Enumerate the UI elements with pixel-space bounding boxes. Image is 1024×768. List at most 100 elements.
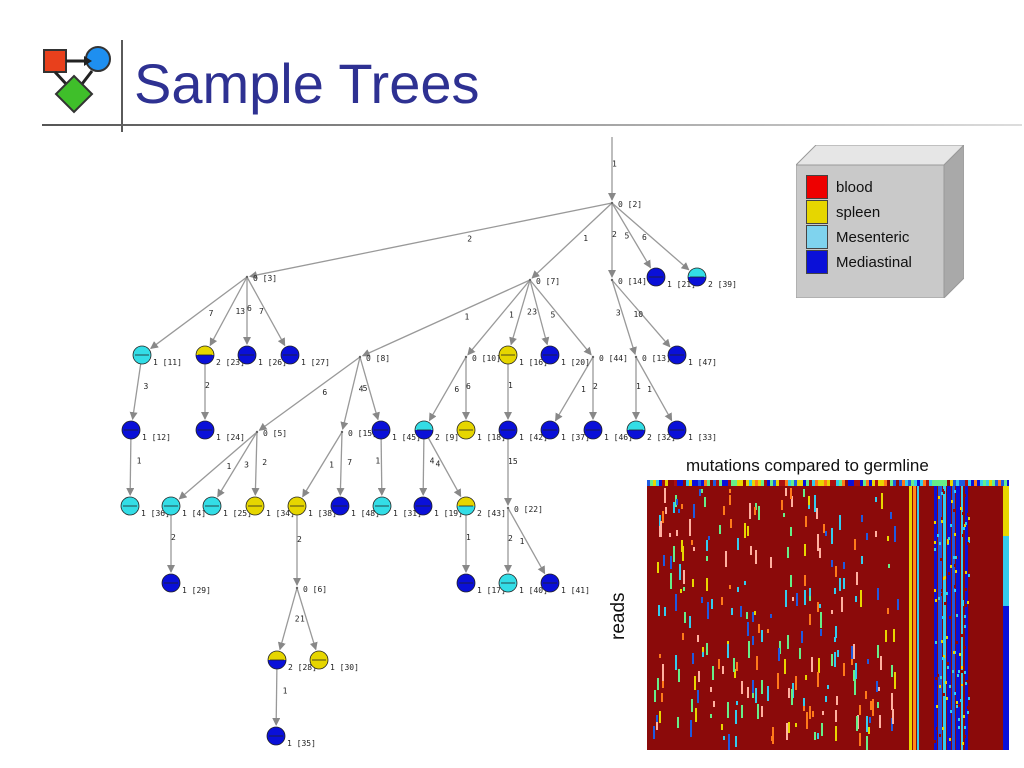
edge-label: 2 <box>297 535 302 544</box>
heatmap-streak <box>723 736 725 740</box>
node-label: 1 [17] <box>477 586 506 595</box>
heatmap-streak <box>728 734 730 750</box>
heatmap-streak <box>868 727 870 734</box>
tree-node-n16: 1 [16] <box>498 345 548 367</box>
heatmap-streak <box>879 715 881 728</box>
legend-label: Mediastinal <box>836 253 912 271</box>
tree-edge <box>361 279 531 357</box>
heatmap-header-cell <box>674 480 677 486</box>
edge-label: 1 <box>520 537 525 546</box>
heatmap-header-cell <box>929 480 932 486</box>
node-label: 1 [11] <box>153 358 182 367</box>
edge-label: 2 <box>205 381 210 390</box>
edge-label: 2 <box>527 308 532 317</box>
heatmap-streak <box>792 597 794 601</box>
tree-edge <box>611 279 671 348</box>
heatmap-streak <box>788 688 790 698</box>
heatmap-speckle <box>949 685 951 688</box>
heatmap-streak <box>814 732 816 740</box>
heatmap-speckle <box>954 490 956 493</box>
heatmap-streak <box>799 648 801 659</box>
heatmap-streak <box>790 527 792 536</box>
heatmap-streak <box>730 519 732 528</box>
node-half-bottom <box>415 430 433 439</box>
heatmap-speckle <box>935 677 937 680</box>
heatmap-speckle <box>964 735 966 738</box>
tree-node-n23: 2 [23] <box>195 345 245 367</box>
mutation-heatmap <box>647 480 1009 750</box>
tree-edge <box>611 202 690 271</box>
heatmap-streak <box>786 723 788 740</box>
tree-edge <box>423 429 462 498</box>
heatmap-streak <box>748 641 750 658</box>
heatmap-streak <box>734 669 736 678</box>
heatmap-streak <box>654 690 656 702</box>
heatmap-streak <box>785 488 787 496</box>
tree-node-n33: 1 [33] <box>667 420 717 442</box>
heatmap-header-cell <box>665 480 668 486</box>
tree-edge <box>302 431 343 498</box>
heatmap-speckle <box>964 646 966 649</box>
heatmap-header-cell <box>920 480 923 486</box>
heatmap-header-cell <box>836 480 839 486</box>
heatmap-header-cell <box>926 480 929 486</box>
node-outline <box>414 420 434 440</box>
heatmap-header-cell <box>791 480 794 486</box>
tree-edge <box>336 431 345 497</box>
heatmap-streak <box>880 656 882 670</box>
node-label: 1 [31] <box>393 509 422 518</box>
heatmap-speckle <box>965 571 967 574</box>
heatmap-speckle <box>941 593 943 596</box>
node-label: 1 [41] <box>561 586 590 595</box>
heatmap-speckle <box>955 556 957 559</box>
heatmap-streak <box>727 644 729 658</box>
heatmap-streak <box>656 715 658 722</box>
heatmap-header-cell <box>1001 480 1004 486</box>
heatmap-header-cell <box>776 480 779 486</box>
heatmap-streak <box>809 614 811 625</box>
heatmap-header-cell <box>872 480 875 486</box>
heatmap-speckle <box>947 539 949 542</box>
tree-edge <box>272 659 281 727</box>
heatmap-speckle <box>936 727 938 730</box>
heatmap-header-cell <box>680 480 683 486</box>
heatmap-speckle <box>965 682 967 685</box>
heatmap-speckle <box>956 705 958 708</box>
edge-label: 15 <box>508 457 518 466</box>
heatmap-band <box>952 486 955 750</box>
heatmap-header-cell <box>986 480 989 486</box>
node-dot <box>358 355 362 359</box>
heatmap-streak <box>727 702 729 718</box>
heatmap-streak <box>673 502 675 513</box>
heatmap-streak <box>664 607 666 616</box>
heatmap-streak <box>818 658 820 673</box>
heatmap-streak <box>804 590 806 605</box>
heatmap-speckle <box>949 738 951 741</box>
heatmap-header-cell <box>821 480 824 486</box>
heatmap-streak <box>820 629 822 636</box>
tree-node-n5: 0 [5] <box>255 429 287 438</box>
node-outline <box>667 345 687 365</box>
heatmap-streak <box>708 536 710 540</box>
node-label: 2 [43] <box>477 509 506 518</box>
tree-edge <box>126 429 135 497</box>
heatmap-header-cell <box>884 480 887 486</box>
heatmap-streak <box>677 717 679 728</box>
heatmap-speckle <box>941 517 943 520</box>
heatmap-header-cell <box>683 480 686 486</box>
heatmap-header-cell <box>995 480 998 486</box>
heatmap-streak <box>755 688 757 703</box>
edge-label: 5 <box>363 384 368 393</box>
heatmap-header-cell <box>656 480 659 486</box>
heatmap-header-cell <box>917 480 920 486</box>
heatmap-header-cell <box>650 480 653 486</box>
heatmap-header-cell <box>869 480 872 486</box>
heatmap-speckle <box>966 680 968 683</box>
heatmap-streak <box>770 557 772 568</box>
heatmap-streak <box>675 594 677 611</box>
heatmap-streak <box>856 572 858 585</box>
legend-item-blood: blood <box>806 175 873 199</box>
heatmap-speckle <box>963 527 965 530</box>
heatmap-header-cell <box>728 480 731 486</box>
heatmap-streak <box>699 489 701 496</box>
